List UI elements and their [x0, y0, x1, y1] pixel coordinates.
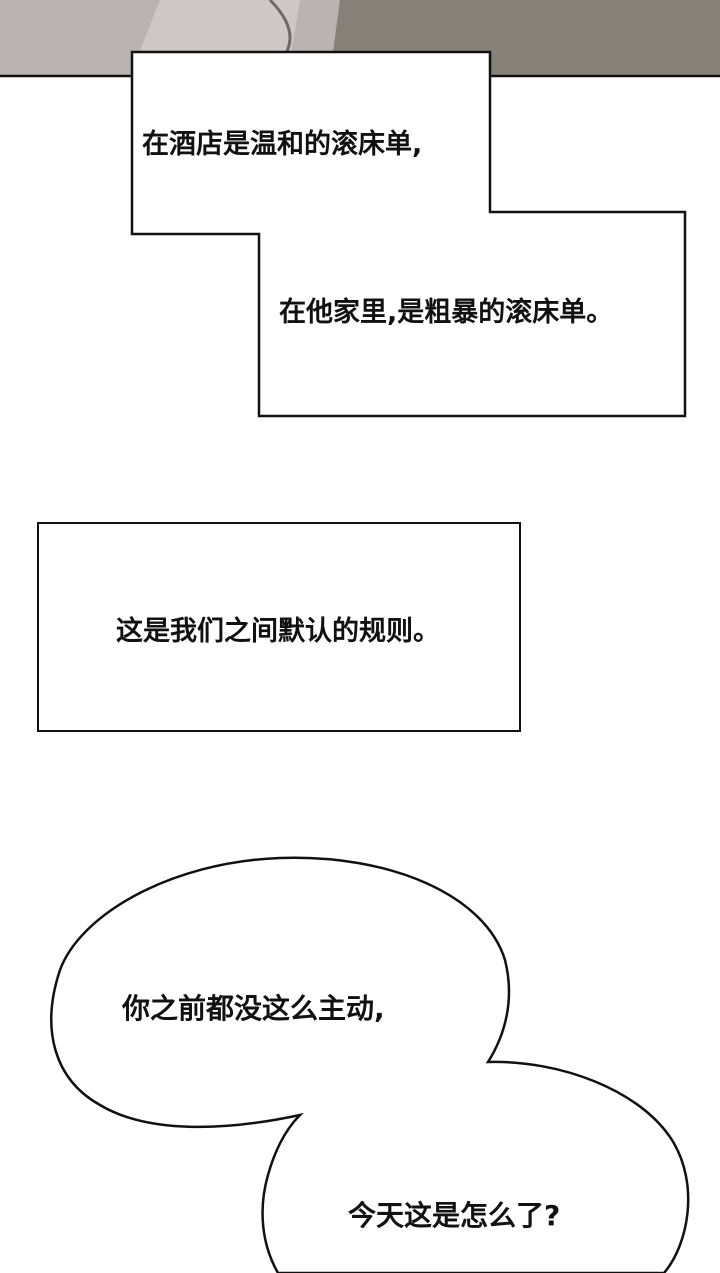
caption-rule-line: 这是我们之间默认的规则。 [116, 616, 440, 647]
caption-hotel-line: 在酒店是温和的滚床单, [142, 129, 423, 160]
speech-bubble [50, 856, 690, 1273]
caption-home-line: 在他家里,是粗暴的滚床单。 [279, 297, 614, 328]
bubble-line-2: 今天这是怎么了? [348, 1199, 561, 1232]
bubble-line-1: 你之前都没这么主动, [122, 992, 385, 1025]
caption-box-stepped [130, 50, 687, 418]
caption-box-rule [37, 522, 521, 732]
